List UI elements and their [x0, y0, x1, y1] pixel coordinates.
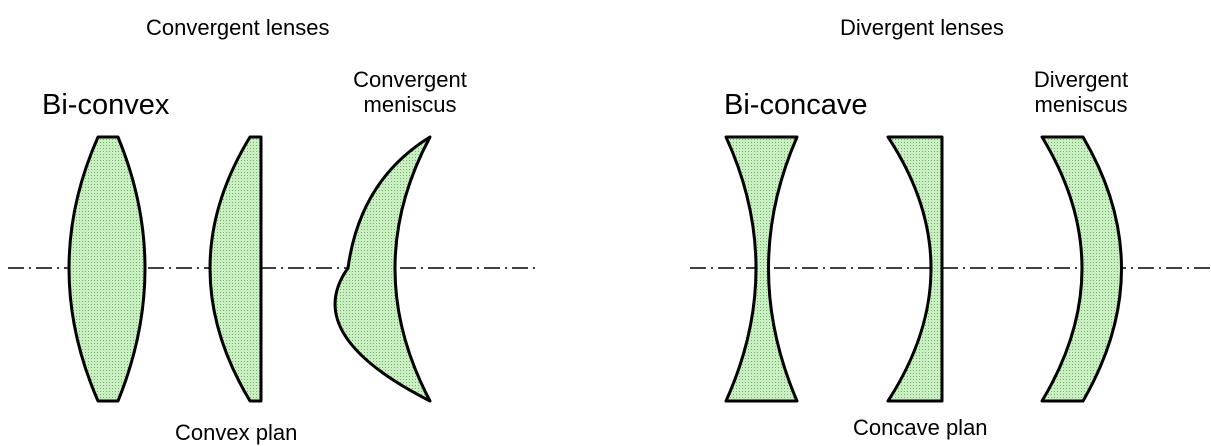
convex-plan-label: Convex plan: [175, 420, 298, 445]
convergent-meniscus-label-line2: meniscus: [363, 92, 457, 118]
biconcave-lens: [724, 135, 799, 403]
convergent-meniscus-label-line1: Convergent: [353, 67, 467, 92]
plano-convex-lens: [208, 135, 263, 403]
divergent-meniscus-label-line2: meniscus: [1034, 92, 1128, 118]
divergent-meniscus-lens: [1040, 135, 1123, 403]
biconcave-label: Bi-concave: [724, 89, 868, 121]
divergent-group-title: Divergent lenses: [840, 15, 1004, 40]
divergent-meniscus-label: Divergent meniscus: [1023, 67, 1139, 118]
biconvex-label: Bi-convex: [42, 89, 170, 121]
convergent-meniscus-label: Convergent meniscus: [345, 67, 475, 118]
biconvex-lens: [67, 135, 147, 403]
concave-plan-label: Concave plan: [853, 415, 988, 440]
plano-concave-lens: [886, 135, 944, 403]
convergent-meniscus-lens: [333, 135, 432, 403]
divergent-meniscus-label-line1: Divergent: [1033, 67, 1129, 92]
convergent-group-title: Convergent lenses: [146, 15, 330, 40]
